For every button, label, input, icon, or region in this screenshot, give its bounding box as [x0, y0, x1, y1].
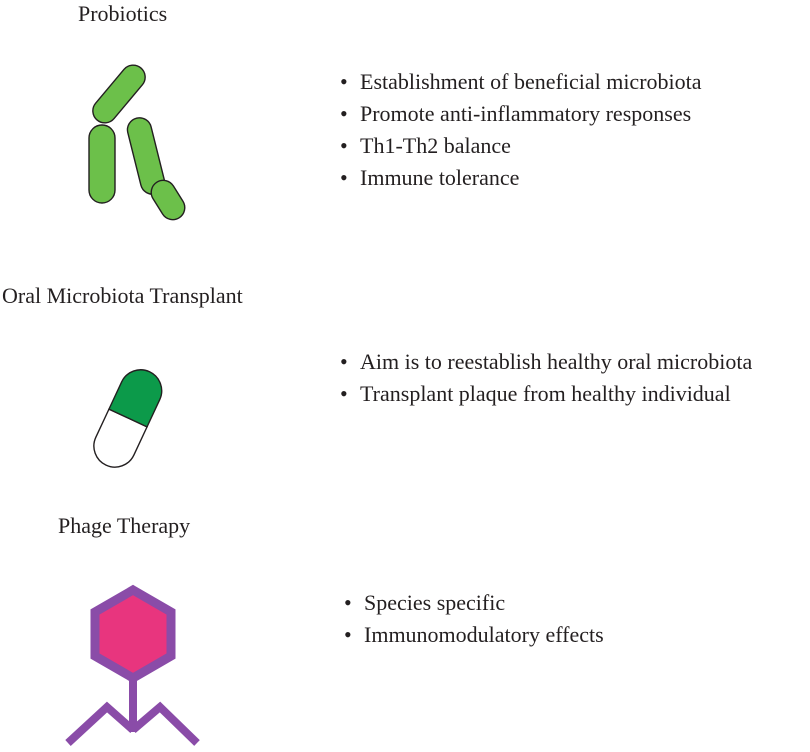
list-item: •Immune tolerance	[340, 165, 520, 190]
list-item: •Immunomodulatory effects	[344, 622, 604, 647]
probiotics-bullet-list: •Establishment of beneficial microbiota …	[340, 66, 702, 194]
list-item: •Species specific	[344, 590, 506, 615]
bacteriophage-icon	[65, 584, 200, 746]
oral-transplant-bullet-list: •Aim is to reestablish healthy oral micr…	[340, 346, 752, 410]
list-item: •Promote anti-inflammatory responses	[340, 101, 692, 126]
probiotics-title: Probiotics	[78, 1, 168, 26]
list-item: •Th1-Th2 balance	[340, 133, 511, 158]
phage-therapy-bullet-list: •Species specific •Immunomodulatory effe…	[344, 587, 604, 651]
list-item: •Aim is to reestablish healthy oral micr…	[340, 349, 753, 374]
list-item: •Transplant plaque from healthy individu…	[340, 381, 731, 406]
oral-microbiota-transplant-title: Oral Microbiota Transplant	[2, 283, 243, 308]
phage-therapy-title: Phage Therapy	[58, 513, 191, 538]
capsule-icon	[93, 369, 163, 468]
list-item: •Establishment of beneficial microbiota	[340, 69, 702, 94]
bacteria-icon	[88, 64, 186, 221]
